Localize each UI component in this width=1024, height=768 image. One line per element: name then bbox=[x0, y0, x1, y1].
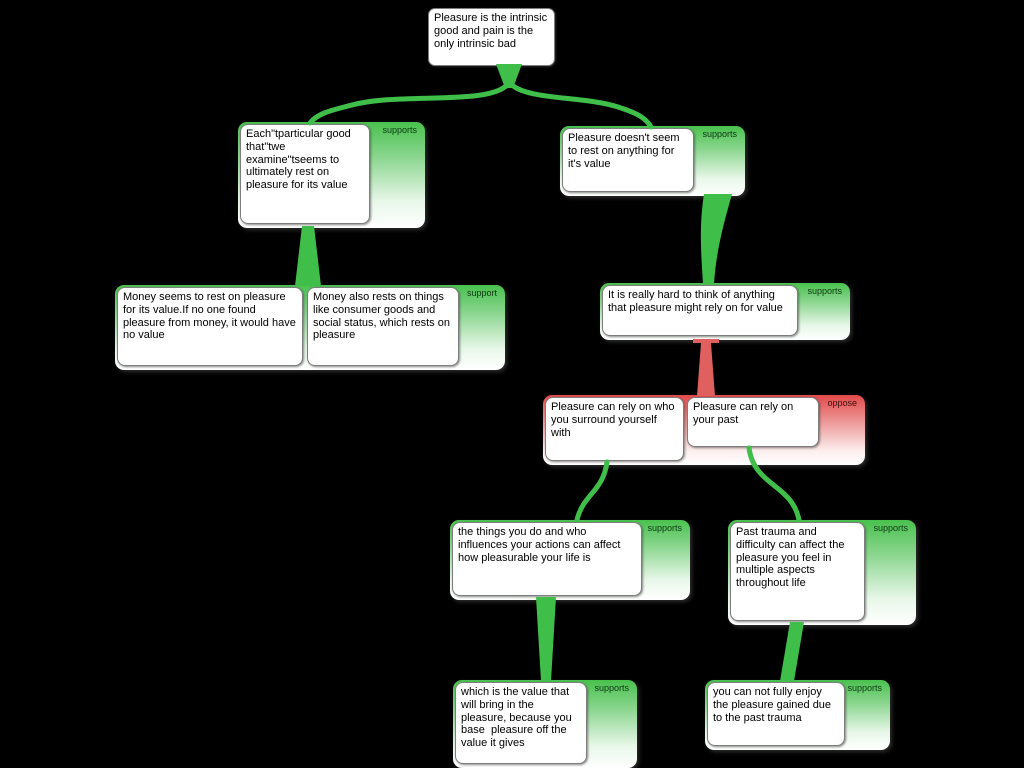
claim-box-money-rests-on-pleasure[interactable]: Money seems to rest on pleasure for its … bbox=[117, 287, 303, 366]
reason-group-money-support[interactable]: support Money seems to rest on pleasure … bbox=[115, 285, 505, 370]
relation-label-supports: supports bbox=[873, 523, 908, 533]
reason-group-trauma-supports[interactable]: supports Past trauma and difficulty can … bbox=[728, 520, 916, 625]
relation-label-supports: supports bbox=[594, 683, 629, 693]
relation-label-supports: supports bbox=[847, 683, 882, 693]
reason-group-right-supports[interactable]: supports Pleasure doesn't seem to rest o… bbox=[560, 126, 745, 196]
connector-root-to-right-reason bbox=[508, 81, 654, 130]
reason-group-enjoy-supports[interactable]: supports you can not fully enjoy the ple… bbox=[705, 680, 890, 750]
connector-left-reason-to-money bbox=[295, 226, 321, 286]
reason-group-hard-supports[interactable]: supports It is really hard to think of a… bbox=[600, 283, 850, 340]
claim-box-money-consumer-goods[interactable]: Money also rests on things like consumer… bbox=[307, 287, 459, 366]
claim-box-rely-on-past[interactable]: Pleasure can rely on your past bbox=[687, 397, 819, 447]
reason-group-oppose[interactable]: oppose Pleasure can rely on who you surr… bbox=[543, 395, 865, 465]
claim-box-hard-to-think[interactable]: It is really hard to think of anything t… bbox=[602, 285, 798, 336]
connector-trauma-to-enjoy bbox=[780, 622, 804, 681]
connector-root-stub bbox=[496, 64, 522, 88]
connector-hard-to-oppose-line bbox=[697, 343, 715, 396]
relation-label-supports: supports bbox=[382, 125, 417, 135]
connector-right-reason-to-hard bbox=[700, 194, 732, 284]
relation-label-supports: supports bbox=[702, 129, 737, 139]
claim-box-particular-good[interactable]: Each"tparticular good that"twe examine"t… bbox=[240, 124, 370, 224]
claim-box-past-trauma[interactable]: Past trauma and difficulty can affect th… bbox=[730, 522, 865, 621]
connector-oppose1-to-things bbox=[574, 459, 610, 523]
connector-root-to-left-reason bbox=[307, 81, 511, 126]
relation-label-supports: supports bbox=[647, 523, 682, 533]
reason-group-things-supports[interactable]: supports the things you do and who influ… bbox=[450, 520, 690, 600]
reason-group-left-supports[interactable]: supports Each"tparticular good that"twe … bbox=[238, 122, 425, 228]
root-claim-box[interactable]: Pleasure is the intrinsic good and pain … bbox=[428, 8, 555, 66]
claim-box-value-brings-pleasure[interactable]: which is the value that will bring in th… bbox=[455, 682, 587, 764]
claim-box-things-you-do[interactable]: the things you do and who influences you… bbox=[452, 522, 642, 596]
claim-box-cannot-fully-enjoy[interactable]: you can not fully enjoy the pleasure gai… bbox=[707, 682, 845, 746]
claim-box-pleasure-doesnt-rest[interactable]: Pleasure doesn't seem to rest on anythin… bbox=[562, 128, 694, 192]
claim-box-rely-on-surroundings[interactable]: Pleasure can rely on who you surround yo… bbox=[545, 397, 684, 461]
relation-label-oppose: oppose bbox=[827, 398, 857, 408]
connector-things-to-value bbox=[536, 597, 556, 681]
reason-group-value-supports[interactable]: supports which is the value that will br… bbox=[453, 680, 637, 768]
relation-label-supports: supports bbox=[807, 286, 842, 296]
relation-label-support: support bbox=[466, 288, 497, 298]
